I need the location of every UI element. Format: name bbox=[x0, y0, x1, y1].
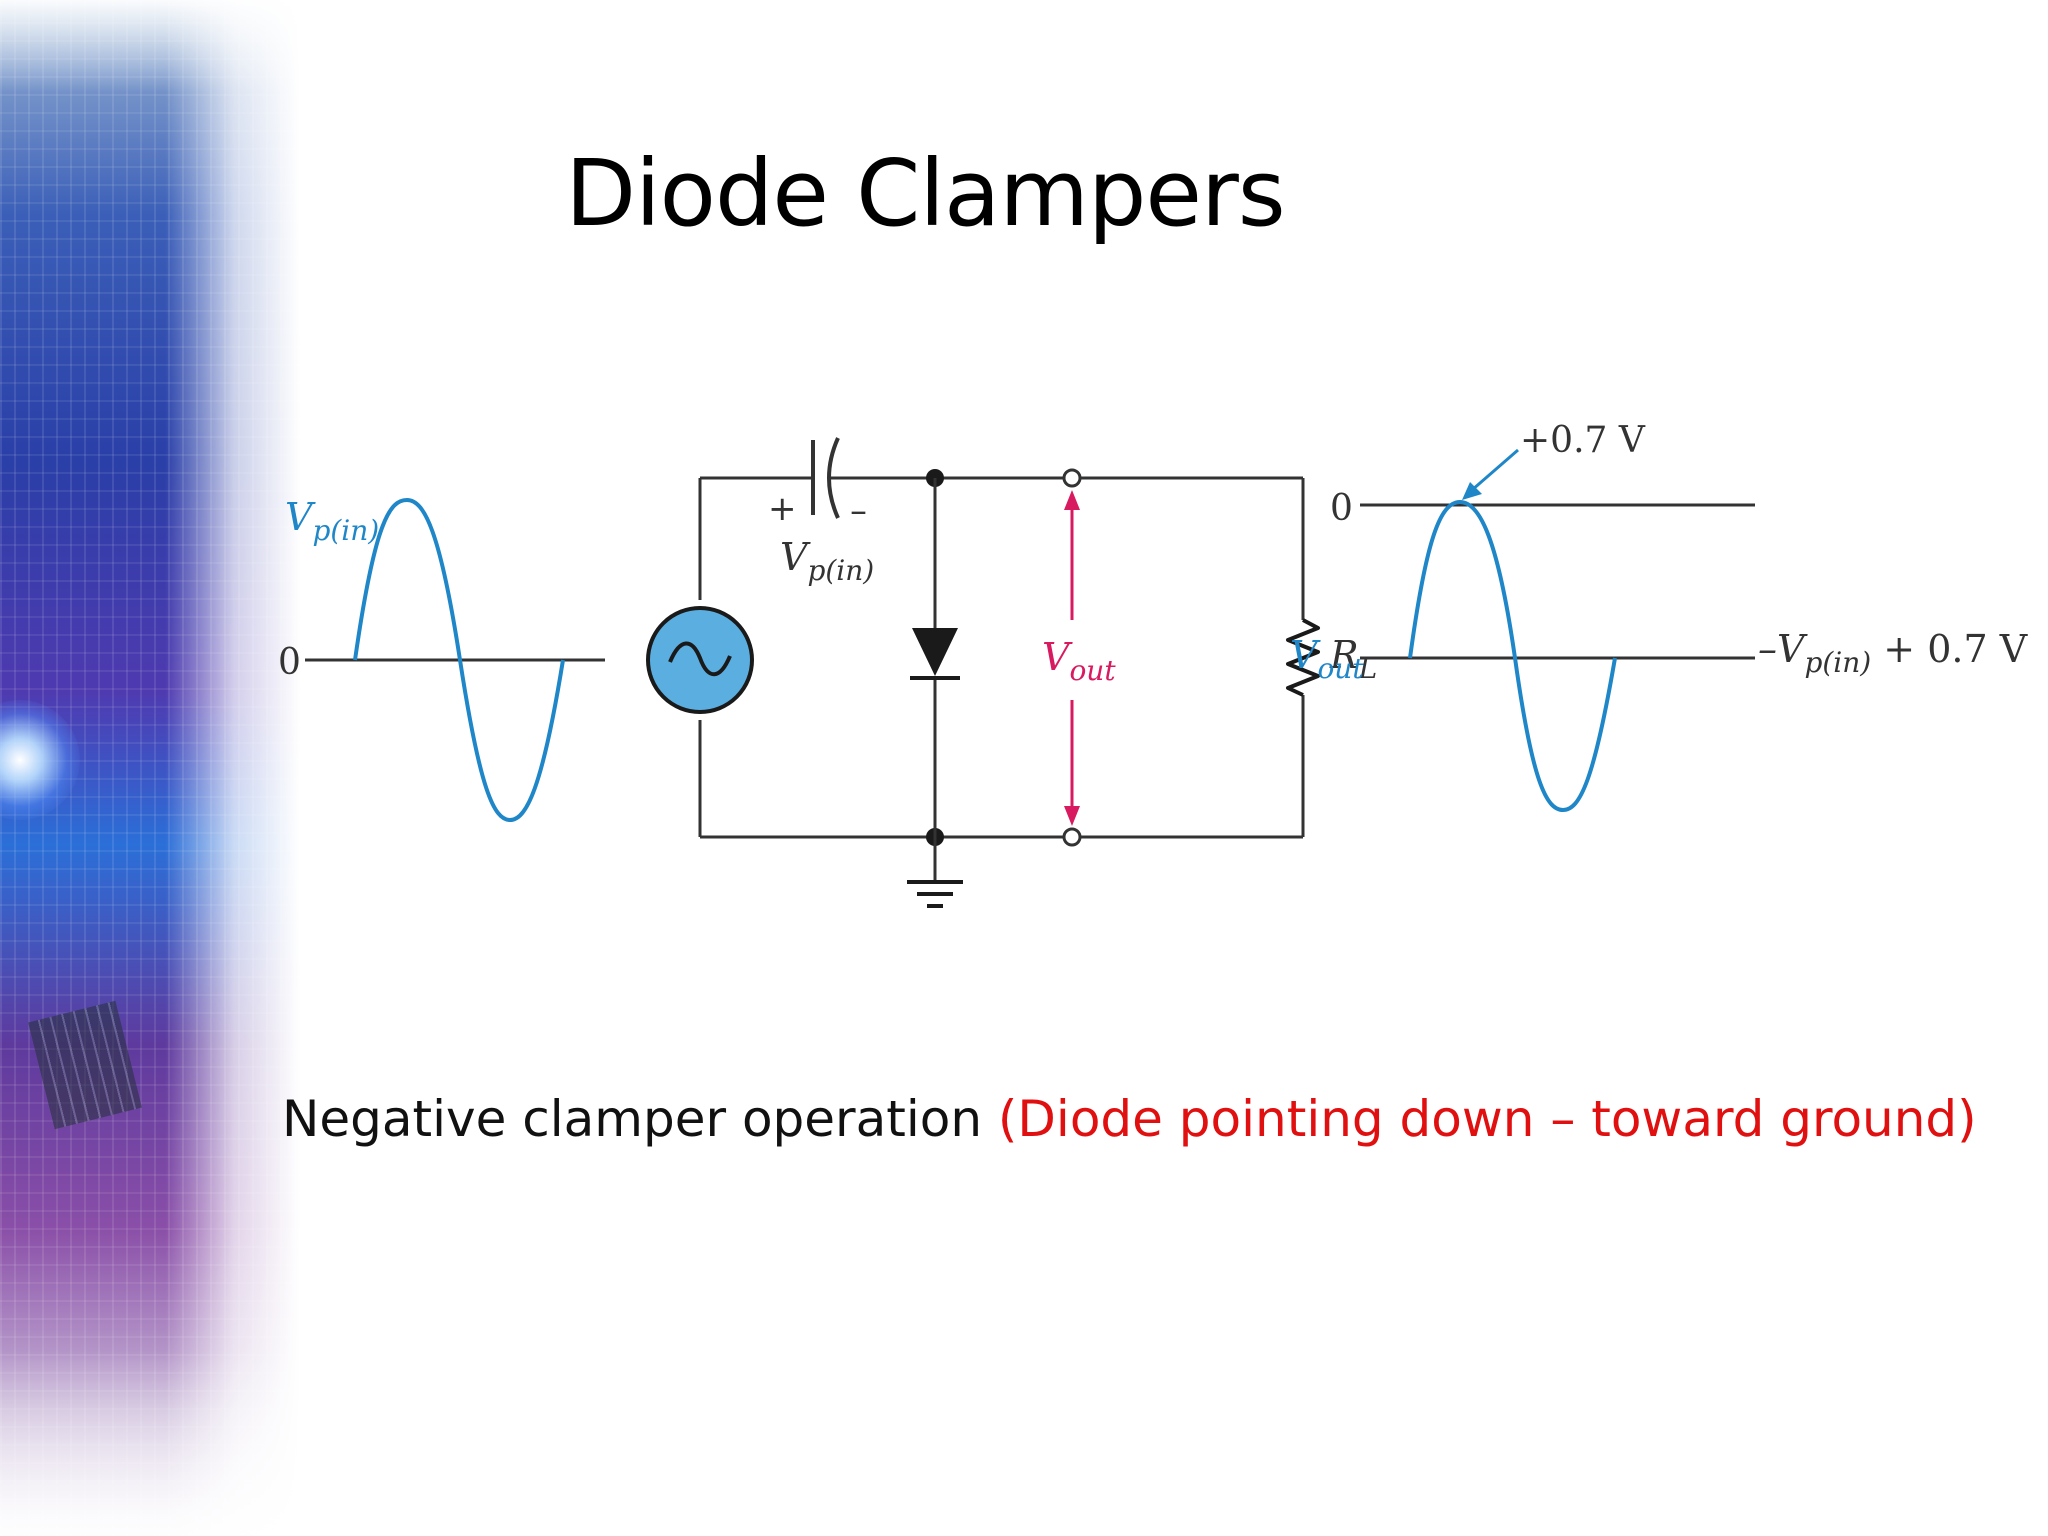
output-terminal-bottom bbox=[1062, 827, 1082, 847]
caption-main-text: Negative clamper operation bbox=[282, 1090, 998, 1148]
output-vout-label: Vout bbox=[1290, 633, 1364, 685]
output-zero-label: 0 bbox=[1330, 488, 1353, 529]
slide-title: Diode Clampers bbox=[565, 140, 1285, 247]
vout-arrowhead-down bbox=[1064, 806, 1080, 826]
input-waveform-graph: 0 Vp(in) bbox=[278, 495, 605, 823]
ac-source-tilde bbox=[668, 641, 732, 677]
resistor-rl-icon bbox=[1286, 618, 1320, 697]
output-peak-label: +0.7 V bbox=[1520, 420, 1646, 461]
capacitor-voltage-label: Vp(in) bbox=[780, 535, 874, 587]
vout-arrowhead-up bbox=[1064, 490, 1080, 510]
output-waveform-graph: 0 Vout +0.7 V –Vp(in) + 0.7 V bbox=[1290, 420, 2028, 813]
output-terminal-top bbox=[1062, 468, 1082, 488]
peak-pointer-line bbox=[1471, 448, 1519, 492]
resistor-rl-label: RL bbox=[1329, 633, 1377, 685]
diode-symbol-icon bbox=[912, 628, 958, 676]
clamper-circuit: + – Vp(in) Vout RL bbox=[646, 437, 1377, 908]
capacitor-minus-sign: – bbox=[850, 491, 867, 531]
clamper-diagram: 0 Vp(in) + – Vp(in) bbox=[278, 420, 2028, 908]
vout-label: Vout bbox=[1042, 635, 1116, 687]
input-sine-wave bbox=[353, 497, 565, 823]
capacitor-plate-curved bbox=[827, 437, 840, 519]
output-sine-wave bbox=[1408, 499, 1617, 813]
peak-pointer-arrowhead bbox=[1462, 482, 1482, 500]
output-negative-level-label: –Vp(in) + 0.7 V bbox=[1758, 627, 2028, 679]
caption-highlight-text: (Diode pointing down – toward ground) bbox=[997, 1090, 1977, 1148]
slide-caption: Negative clamper operation (Diode pointi… bbox=[282, 1090, 1977, 1148]
input-zero-label: 0 bbox=[278, 642, 301, 683]
input-vp-label: Vp(in) bbox=[285, 495, 379, 547]
capacitor-plus-sign: + bbox=[768, 489, 797, 529]
